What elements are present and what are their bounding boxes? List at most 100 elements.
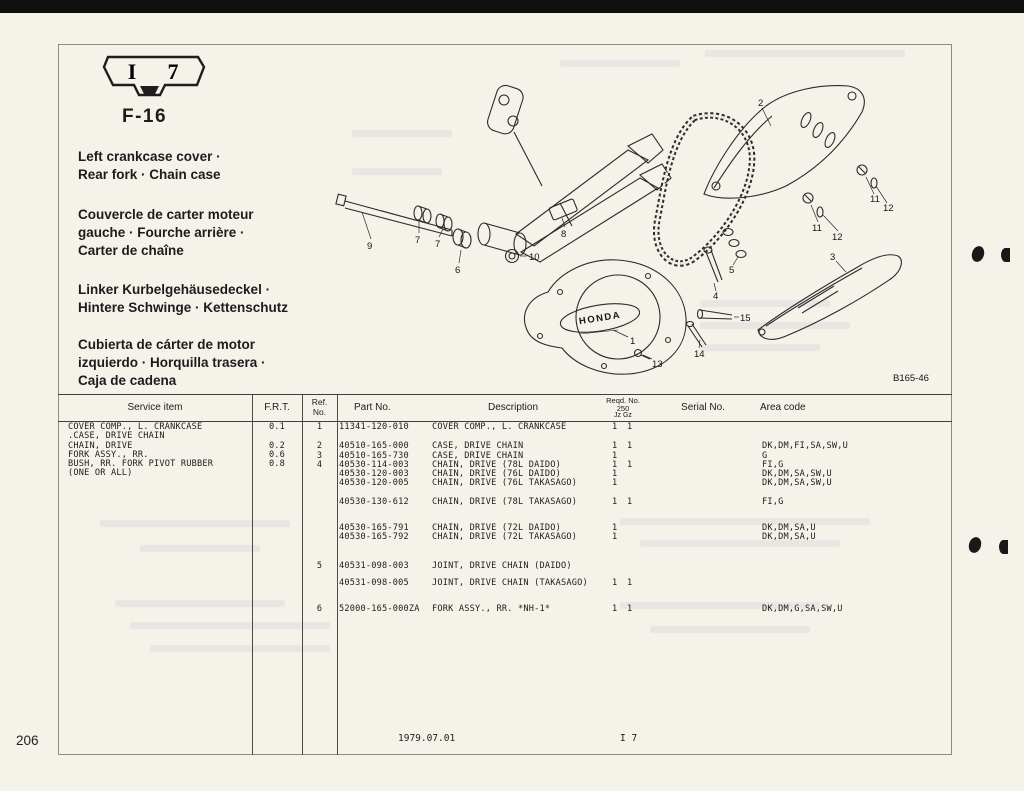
callout-label: 2	[758, 98, 763, 109]
binder-mark	[1001, 248, 1010, 262]
description: CHAIN, DRIVE (76L TAKASAGO)	[432, 478, 578, 489]
part-no: 40530-165-792	[339, 532, 409, 543]
ref-no: 6	[316, 604, 323, 615]
service-row: (ONE OR ALL)	[58, 468, 302, 479]
header-reqd-no: Reqd. No.	[606, 396, 640, 405]
service-frt: 0.8	[268, 459, 286, 470]
part-no: 40530-114-003	[339, 459, 409, 470]
title-line: Left crankcase cover ·	[78, 149, 221, 164]
qty-jz: 1	[612, 496, 618, 507]
description: CHAIN, DRIVE (78L DAIDO)	[432, 459, 561, 470]
callout-label: 12	[832, 232, 843, 243]
binder-mark	[966, 535, 984, 555]
title-line: Rear fork · Chain case	[78, 167, 221, 182]
title-line: Couvercle de carter moteur	[78, 207, 254, 222]
ref-no: 1	[316, 422, 323, 432]
ref-no	[302, 579, 337, 588]
parts-table: Service item F.R.T. Ref. No. Part No. De…	[58, 394, 952, 755]
service-frt: 0.1	[268, 422, 286, 432]
title-line: gauche · Fourche arrière ·	[78, 225, 245, 240]
callout-label: 11	[870, 194, 880, 205]
header-reqd-model: 250	[616, 404, 630, 413]
part-no: 40530-130-612	[339, 496, 409, 507]
qty-jz	[612, 562, 627, 571]
service-name: (ONE OR ALL)	[68, 468, 133, 479]
title-line: Hintere Schwinge · Kettenschutz	[78, 300, 289, 315]
header-reqd-cols: Jz Gz	[614, 412, 632, 419]
description: JOINT, DRIVE CHAIN (TAKASAGO)	[432, 577, 588, 588]
rear-fork	[477, 133, 672, 263]
serial	[652, 442, 742, 451]
qty-gz	[627, 470, 652, 479]
qty-jz: 1	[612, 577, 618, 588]
qty-gz: 1	[627, 604, 633, 615]
qty-gz	[627, 562, 652, 571]
qty-jz: 1	[612, 532, 618, 543]
description: JOINT, DRIVE CHAIN (DAIDO)	[432, 560, 572, 571]
service-name: CHAIN, DRIVE	[68, 440, 133, 451]
qty-gz	[627, 479, 652, 488]
description: CHAIN, DRIVE (72L DAIDO)	[432, 523, 561, 534]
qty-gz: 1	[627, 441, 633, 452]
service-name: FORK ASSY., RR.	[68, 449, 149, 460]
ref-no	[302, 479, 337, 488]
title-english: Left crankcase cover · Rear fork · Chain…	[78, 148, 221, 184]
service-frt	[252, 469, 302, 478]
bleedthrough-mark	[130, 622, 330, 629]
serial	[652, 498, 742, 507]
revision-date: 1979.07.01	[398, 733, 456, 744]
callout-label: 6	[455, 265, 460, 276]
honda-logo-text: HONDA	[578, 310, 622, 327]
qty-jz: 1	[612, 478, 618, 489]
cover-screw	[633, 348, 651, 360]
case-bolts	[685, 308, 733, 348]
column-rule	[252, 395, 253, 755]
qty-jz: 1	[612, 523, 618, 534]
title-line: Carter de chaîne	[78, 243, 184, 258]
service-row: FORK ASSY., RR.0.6	[58, 449, 302, 460]
stamp-number: 7	[168, 59, 179, 84]
qty-jz: 1	[612, 459, 618, 470]
area-code	[742, 423, 950, 432]
title-french: Couvercle de carter moteur gauche · Four…	[78, 206, 254, 260]
area-code: DK,DM,SA,SW,U	[762, 478, 832, 489]
area-code	[742, 579, 950, 588]
description: CASE, DRIVE CHAIN	[432, 450, 524, 461]
ref-no	[302, 524, 337, 533]
binder-mark	[999, 540, 1008, 554]
bleedthrough-mark	[352, 168, 442, 175]
callout-label: 7	[435, 239, 440, 250]
serial	[652, 452, 742, 461]
header-description: Description	[487, 402, 539, 413]
callout-label: 3	[830, 252, 835, 263]
callout-label: 14	[694, 349, 705, 360]
part-no: 40530-120-003	[339, 469, 409, 480]
stopper-plate	[548, 198, 578, 221]
area-code: FI,G	[762, 459, 784, 470]
ref-no	[302, 470, 337, 479]
qty-jz: 1	[612, 450, 618, 461]
qty-jz: 1	[612, 604, 618, 615]
ref-no	[302, 498, 337, 507]
part-no: 40510-165-730	[339, 450, 409, 461]
pivot-bolt	[335, 193, 453, 237]
chain-guard	[757, 254, 902, 340]
ref-no: 2	[316, 441, 323, 452]
qty-jz: 1	[612, 422, 618, 432]
footer-section-code: I 7	[620, 733, 638, 744]
bleedthrough-mark	[560, 60, 680, 67]
qty-gz: 1	[627, 459, 633, 470]
title-line: Linker Kurbelgehäusedeckel ·	[78, 282, 271, 297]
serial	[652, 579, 742, 588]
bleedthrough-mark	[650, 626, 810, 633]
callout-label: 1	[630, 336, 635, 347]
ref-no: 3	[316, 450, 323, 461]
table-header: Service item F.R.T. Ref. No. Part No. De…	[58, 395, 952, 422]
